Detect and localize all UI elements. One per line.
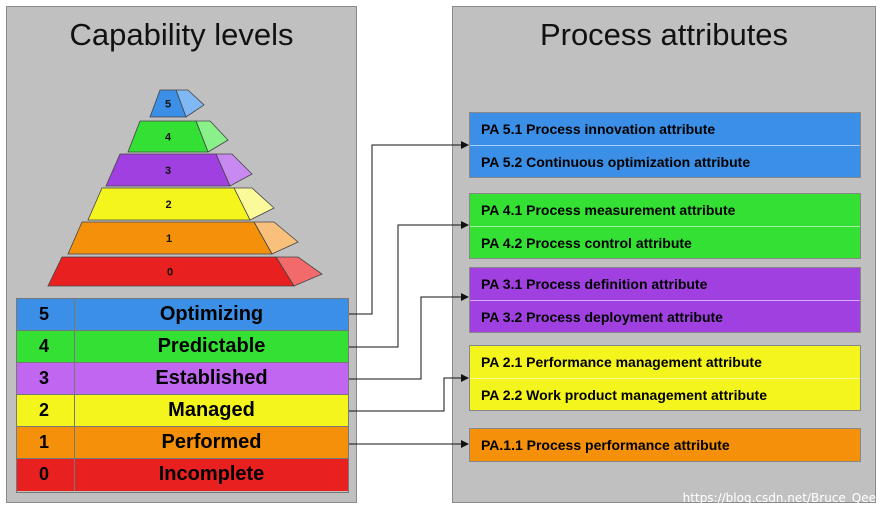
pyramid-front-face: [149, 89, 187, 118]
pyramid-front-face: [105, 153, 231, 187]
process-attribute-item: PA.1.1 Process performance attribute: [481, 437, 730, 453]
capability-level-name: Performed: [161, 431, 262, 453]
capability-level-row: 2 Managed: [17, 395, 348, 427]
process-attribute-item: PA 5.1 Process innovation attribute: [481, 121, 716, 137]
pyramid-layer-4: 4: [127, 120, 229, 153]
capability-level-name: Established: [155, 367, 268, 389]
pyramid-layer-label: 4: [165, 132, 172, 144]
pyramid-layer-label: 0: [167, 267, 173, 279]
pyramid-layer-1: 1: [67, 221, 299, 255]
capability-level-row: 5 Optimizing: [17, 299, 348, 331]
pyramid-layer-3: 3: [105, 153, 253, 187]
process-attribute-item: PA 2.2 Work product management attribute: [470, 378, 860, 410]
capability-level-name: Predictable: [157, 335, 266, 357]
pyramid-layer-label: 3: [165, 165, 171, 177]
attribute-group: PA 3.1 Process definition attribute PA 3.…: [469, 267, 861, 333]
capability-levels-title: Capability levels: [69, 17, 294, 52]
pyramid-layer-label: 2: [165, 199, 171, 211]
pyramid-front-face: [87, 187, 251, 221]
capability-level-number: 1: [17, 427, 75, 458]
pyramid-layer-0: 0: [47, 256, 323, 287]
process-attribute-item: PA 5.2 Continuous optimization attribute: [470, 145, 860, 177]
capability-level-name: Incomplete: [158, 463, 265, 485]
capability-level-number: 3: [17, 363, 75, 394]
capability-level-number: 2: [17, 395, 75, 426]
pyramid-front-face: [127, 120, 209, 153]
pyramid-front-face: [47, 256, 295, 287]
process-attribute-item: PA 2.1 Performance management attribute: [481, 354, 762, 370]
capability-level-name: Optimizing: [159, 303, 264, 325]
attribute-group: PA 4.1 Process measurement attribute PA 4…: [469, 193, 861, 259]
capability-level-number: 4: [17, 331, 75, 362]
pyramid-layer-5: 5: [149, 89, 205, 118]
capability-level-number: 5: [17, 299, 75, 330]
watermark: https://blog.csdn.net/Bruce_Qee: [682, 491, 876, 505]
capability-level-row: 3 Established: [17, 363, 348, 395]
process-attribute-item: PA 4.1 Process measurement attribute: [481, 202, 736, 218]
process-attributes-title: Process attributes: [539, 17, 789, 52]
pyramid-layer-2: 2: [87, 187, 275, 221]
capability-level-table: 5 Optimizing 4 Predictable 3 Established 2 Mana…: [16, 298, 349, 493]
pyramid-layer-label: 1: [166, 233, 172, 245]
capability-level-row: 1 Performed: [17, 427, 348, 459]
pyramid-layer-label: 5: [165, 99, 171, 111]
capability-level-name: Managed: [168, 399, 255, 421]
attribute-group: PA 5.1 Process innovation attribute PA 5.…: [469, 112, 861, 178]
capability-level-row: 4 Predictable: [17, 331, 348, 363]
process-attribute-item: PA 4.2 Process control attribute: [470, 226, 860, 258]
attribute-group: PA.1.1 Process performance attribute: [469, 428, 861, 462]
capability-level-row: 0 Incomplete: [17, 459, 348, 491]
capability-level-number: 0: [17, 459, 75, 491]
pyramid-front-face: [67, 221, 273, 255]
process-attribute-item: PA 3.1 Process definition attribute: [481, 276, 708, 292]
process-attribute-item: PA 3.2 Process deployment attribute: [470, 300, 860, 332]
